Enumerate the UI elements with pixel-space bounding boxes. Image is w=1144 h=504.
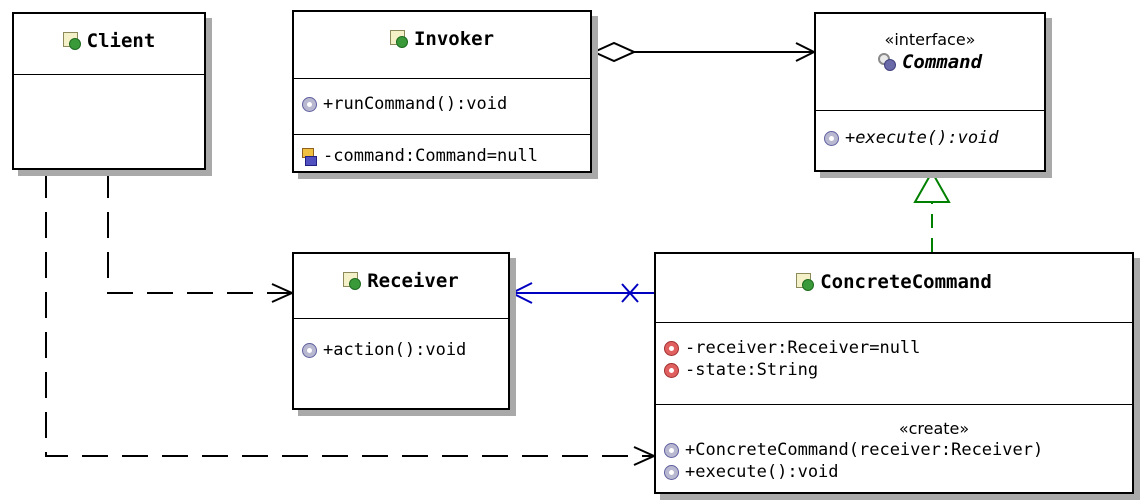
attribute-row[interactable]: -state:String — [656, 359, 1132, 381]
class-concrete-methods: «create» +ConcreteCommand(receiver:Recei… — [656, 404, 1132, 483]
class-icon — [62, 32, 81, 50]
class-client-body — [14, 74, 204, 169]
class-icon — [343, 272, 362, 290]
private-attribute-icon — [664, 340, 679, 356]
association-concrete-receiver — [509, 282, 654, 304]
dependency-client-receiver — [107, 172, 295, 303]
stereotype-label: «interface» — [884, 30, 976, 49]
realization-concrete-command — [913, 169, 951, 252]
method-row[interactable]: +execute():void — [816, 127, 1044, 149]
class-invoker-methods: +runCommand():void — [294, 78, 590, 134]
field-row[interactable]: -command:Command=null — [294, 145, 590, 167]
class-receiver-header: Receiver — [294, 254, 508, 318]
aggregation-invoker-command — [591, 41, 817, 63]
interface-command[interactable]: «interface» Command +execute():void — [814, 12, 1046, 172]
class-receiver-methods: +action():void — [294, 318, 508, 361]
class-invoker-header: Invoker — [294, 12, 590, 78]
method-row[interactable]: +execute():void — [656, 461, 1132, 483]
class-name: Receiver — [367, 270, 459, 292]
interface-name: Command — [901, 51, 983, 73]
field-icon — [302, 147, 317, 166]
class-concrete-header: ConcreteCommand — [656, 254, 1132, 322]
public-method-icon — [664, 464, 679, 480]
class-name: Invoker — [413, 28, 495, 50]
class-receiver[interactable]: Receiver +action():void — [292, 252, 510, 410]
public-method-icon — [302, 342, 317, 358]
class-icon — [389, 30, 408, 48]
interface-command-header: «interface» Command — [816, 14, 1044, 110]
attribute-row[interactable]: -receiver:Receiver=null — [656, 337, 1132, 359]
private-attribute-icon — [664, 362, 679, 378]
class-name: ConcreteCommand — [820, 271, 992, 293]
public-method-icon — [824, 130, 839, 146]
class-invoker-fields: -command:Command=null — [294, 134, 590, 167]
class-invoker[interactable]: Invoker +runCommand():void -command:Comm… — [292, 10, 592, 173]
class-client-header: Client — [14, 14, 204, 74]
interface-icon — [877, 53, 896, 71]
method-row[interactable]: +runCommand():void — [294, 93, 590, 115]
class-concrete-command[interactable]: ConcreteCommand -receiver:Receiver=null … — [654, 252, 1134, 494]
public-method-icon — [302, 96, 317, 112]
class-concrete-attributes: -receiver:Receiver=null -state:String — [656, 322, 1132, 404]
class-name: Client — [86, 30, 156, 52]
class-icon — [796, 273, 815, 291]
method-row[interactable]: +ConcreteCommand(receiver:Receiver) — [656, 439, 1132, 461]
method-row[interactable]: +action():void — [294, 339, 508, 361]
public-method-icon — [664, 442, 679, 458]
interface-command-methods: +execute():void — [816, 110, 1044, 149]
stereotype-label: «create» — [898, 419, 970, 438]
class-client[interactable]: Client — [12, 12, 206, 170]
